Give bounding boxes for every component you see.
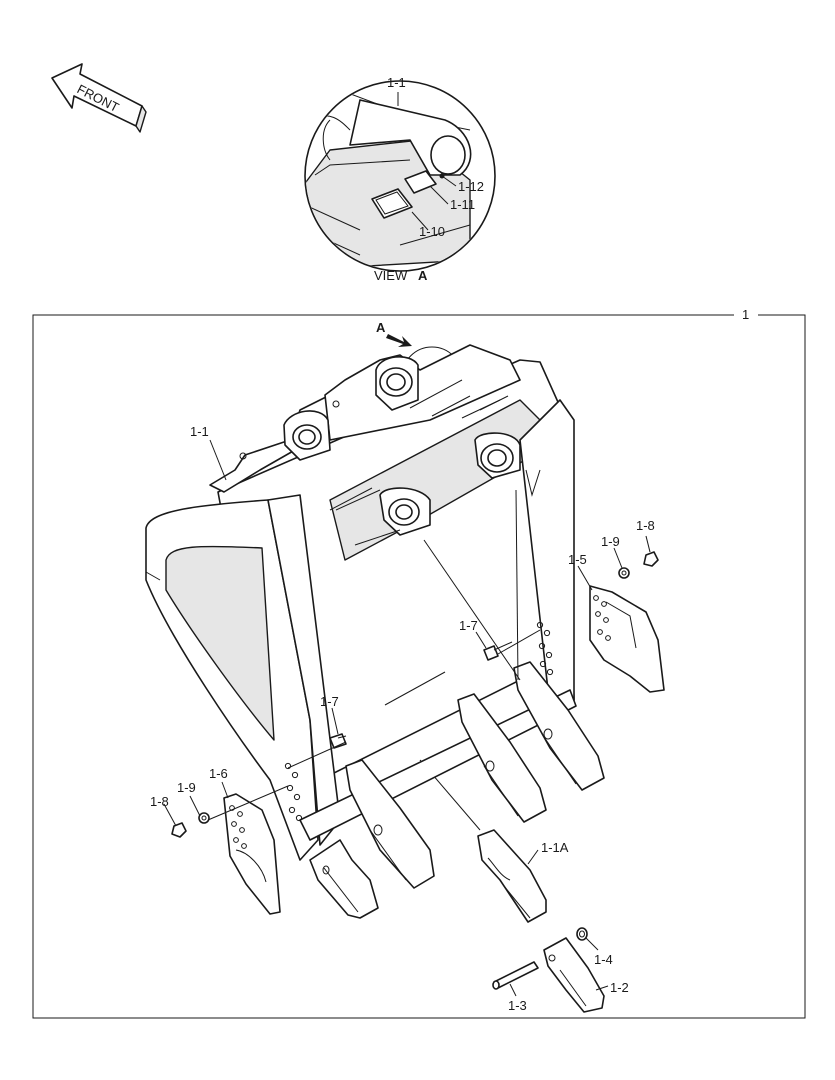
assembly-label: 1 [742,307,749,322]
bucket-lugs [209,344,521,546]
bucket-teeth [309,661,605,1013]
view-a-callout-1-1: 1-1 [387,75,406,90]
callout-1-1A: 1-1A [541,840,569,855]
pin-1-3 [492,961,539,990]
callout-1-8-right: 1-8 [636,518,655,533]
callout-1-7-lower: 1-7 [320,694,339,709]
adapter-1-1A [477,829,547,923]
hardware [171,551,659,838]
callout-1-9-right: 1-9 [601,534,620,549]
view-a-callout-1-10: 1-10 [419,224,445,239]
callout-labels: 1-1 1-8 1-9 1-5 1-7 1-7 1-6 1-9 1-8 1-1A… [150,424,655,1013]
callout-1-4: 1-4 [594,952,613,967]
callout-1-3: 1-3 [508,998,527,1013]
lock-1-4 [576,927,588,941]
callout-1-5: 1-5 [568,552,587,567]
plate-1-10 [371,188,413,219]
tooth-2 [345,759,435,889]
view-a-callout-1-12: 1-12 [458,179,484,194]
leader-lines [163,439,651,997]
view-a-callout-1-11: 1-11 [450,197,475,212]
front-arrow: FRONT [51,63,147,133]
side-cutter-1-6 [223,793,281,915]
callout-1-2: 1-2 [610,980,629,995]
tooth-3 [457,693,547,823]
assembly-frame: 1 [32,307,806,1019]
callout-1-1: 1-1 [190,424,209,439]
bolt-holes [284,621,554,822]
tooth-1 [309,839,379,919]
view-a-caption: VIEW [374,268,408,283]
callout-1-8-left: 1-8 [150,794,169,809]
view-a-marker-letter: A [376,320,386,335]
tooth-1-2 [543,937,605,1013]
view-a-caption-letter: A [418,268,428,283]
callout-1-6: 1-6 [209,766,228,781]
plate-1-11 [404,170,437,194]
side-cutter-1-5 [589,585,665,693]
callout-1-9-left: 1-9 [177,780,196,795]
callout-1-7-upper: 1-7 [459,618,478,633]
tooth-4 [513,661,605,791]
view-a-detail: 1-1 1-12 1-11 1-10 VIEW A [304,75,496,283]
